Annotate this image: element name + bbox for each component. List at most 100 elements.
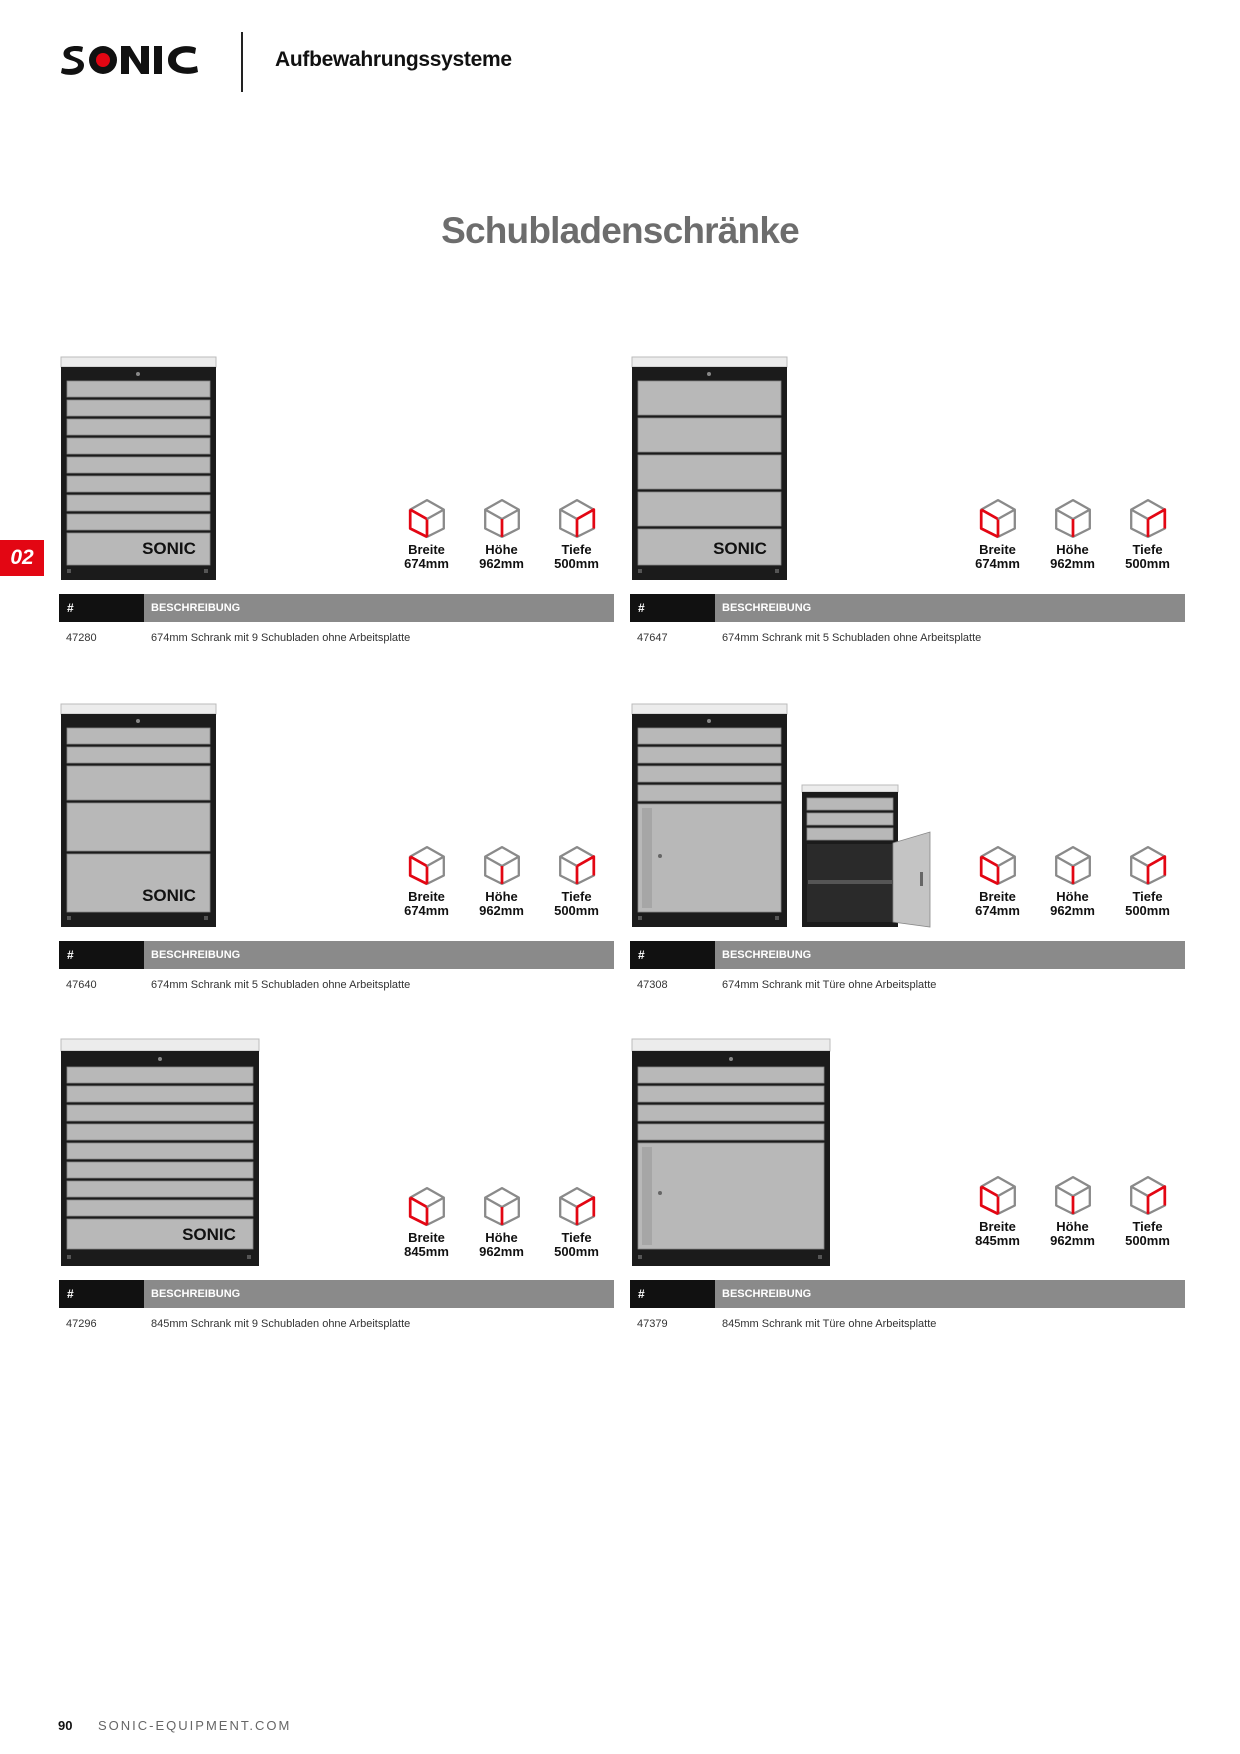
article-number: 47379 xyxy=(637,1318,668,1330)
col-number: # xyxy=(630,1280,715,1308)
dim-label-depth: Tiefe xyxy=(561,889,592,904)
table-header: # BESCHREIBUNG xyxy=(630,941,1185,969)
article-description: 674mm Schrank mit 5 Schubladen ohne Arbe… xyxy=(722,632,982,644)
dim-label-height: Höhe xyxy=(485,542,518,557)
col-number: # xyxy=(59,1280,144,1308)
dim-label-height: Höhe xyxy=(1056,889,1089,904)
table-header: # BESCHREIBUNG xyxy=(59,1280,614,1308)
website-url: SONIC-EQUIPMENT.COM xyxy=(98,1718,292,1733)
cube-width-icon xyxy=(406,497,448,539)
article-description: 845mm Schrank mit 9 Schubladen ohne Arbe… xyxy=(151,1318,411,1330)
article-number: 47640 xyxy=(66,979,97,991)
dim-label-depth: Tiefe xyxy=(561,1230,592,1245)
col-number: # xyxy=(630,941,715,969)
table-header: # BESCHREIBUNG xyxy=(59,941,614,969)
col-description: BESCHREIBUNG xyxy=(144,594,614,622)
article-number: 47647 xyxy=(637,632,668,644)
chapter-tab: 02 xyxy=(0,540,44,576)
col-number: # xyxy=(59,594,144,622)
cube-height-icon xyxy=(481,1185,523,1227)
col-description: BESCHREIBUNG xyxy=(715,1280,1185,1308)
cube-height-icon xyxy=(481,844,523,886)
sonic-logo xyxy=(61,46,198,75)
dim-label-height: Höhe xyxy=(485,1230,518,1245)
cube-height-icon xyxy=(481,497,523,539)
table-row: 47296 845mm Schrank mit 9 Schubladen ohn… xyxy=(59,1318,614,1330)
cube-width-icon xyxy=(406,1185,448,1227)
dim-value-width: 674mm xyxy=(404,903,449,918)
page-number: 90 xyxy=(58,1718,73,1733)
col-description: BESCHREIBUNG xyxy=(144,1280,614,1308)
table-row: 47379 845mm Schrank mit Türe ohne Arbeit… xyxy=(630,1318,1185,1330)
dim-value-height: 962mm xyxy=(479,1244,524,1259)
table-row: 47640 674mm Schrank mit 5 Schubladen ohn… xyxy=(59,979,614,991)
article-description: 845mm Schrank mit Türe ohne Arbeitsplatt… xyxy=(722,1318,937,1330)
page-title: Schubladenschränke xyxy=(441,210,800,251)
dim-value-height: 962mm xyxy=(1050,903,1095,918)
cube-width-icon xyxy=(977,844,1019,886)
dim-label-width: Breite xyxy=(979,1219,1016,1234)
article-number: 47308 xyxy=(637,979,668,991)
table-row: 47308 674mm Schrank mit Türe ohne Arbeit… xyxy=(630,979,1185,991)
dim-value-depth: 500mm xyxy=(554,1244,599,1259)
table-header: # BESCHREIBUNG xyxy=(630,1280,1185,1308)
cube-depth-icon xyxy=(1127,844,1169,886)
cabinet-image xyxy=(631,1038,831,1266)
dim-value-depth: 500mm xyxy=(1125,903,1170,918)
article-description: 674mm Schrank mit 9 Schubladen ohne Arbe… xyxy=(151,632,411,644)
dim-value-width: 674mm xyxy=(404,556,449,571)
dim-value-depth: 500mm xyxy=(1125,1233,1170,1248)
cube-depth-icon xyxy=(1127,497,1169,539)
svg-text:SONIC: SONIC xyxy=(713,539,767,558)
dim-label-width: Breite xyxy=(408,889,445,904)
header-title: Aufbewahrungssysteme xyxy=(275,48,512,71)
cabinet-image: SONIC xyxy=(60,703,217,927)
dim-value-width: 845mm xyxy=(404,1244,449,1259)
header-divider xyxy=(241,32,243,92)
cube-width-icon xyxy=(406,844,448,886)
col-description: BESCHREIBUNG xyxy=(144,941,614,969)
table-row: 47280 674mm Schrank mit 9 Schubladen ohn… xyxy=(59,632,614,644)
dim-label-height: Höhe xyxy=(485,889,518,904)
cube-height-icon xyxy=(1052,1174,1094,1216)
dim-label-width: Breite xyxy=(979,889,1016,904)
cabinet-image: SONIC xyxy=(60,356,217,580)
dim-value-depth: 500mm xyxy=(554,903,599,918)
col-description: BESCHREIBUNG xyxy=(715,594,1185,622)
dim-label-width: Breite xyxy=(408,1230,445,1245)
article-description: 674mm Schrank mit Türe ohne Arbeitsplatt… xyxy=(722,979,937,991)
article-number: 47280 xyxy=(66,632,97,644)
dim-label-depth: Tiefe xyxy=(1132,1219,1163,1234)
cabinet-image xyxy=(631,703,931,928)
dim-label-depth: Tiefe xyxy=(561,542,592,557)
cube-height-icon xyxy=(1052,844,1094,886)
dim-value-width: 845mm xyxy=(975,1233,1020,1248)
dim-value-width: 674mm xyxy=(975,903,1020,918)
dim-label-width: Breite xyxy=(408,542,445,557)
table-row: 47647 674mm Schrank mit 5 Schubladen ohn… xyxy=(630,632,1185,644)
cube-depth-icon xyxy=(1127,1174,1169,1216)
dim-label-depth: Tiefe xyxy=(1132,542,1163,557)
cabinet-image: SONIC xyxy=(60,1038,260,1266)
dim-label-height: Höhe xyxy=(1056,542,1089,557)
svg-text:SONIC: SONIC xyxy=(142,539,196,558)
cabinet-image: SONIC xyxy=(631,356,788,580)
dim-value-width: 674mm xyxy=(975,556,1020,571)
table-header: # BESCHREIBUNG xyxy=(630,594,1185,622)
dim-value-height: 962mm xyxy=(479,556,524,571)
svg-text:SONIC: SONIC xyxy=(182,1225,236,1244)
dim-value-depth: 500mm xyxy=(554,556,599,571)
col-number: # xyxy=(59,941,144,969)
dim-label-depth: Tiefe xyxy=(1132,889,1163,904)
cube-height-icon xyxy=(1052,497,1094,539)
cube-depth-icon xyxy=(556,1185,598,1227)
